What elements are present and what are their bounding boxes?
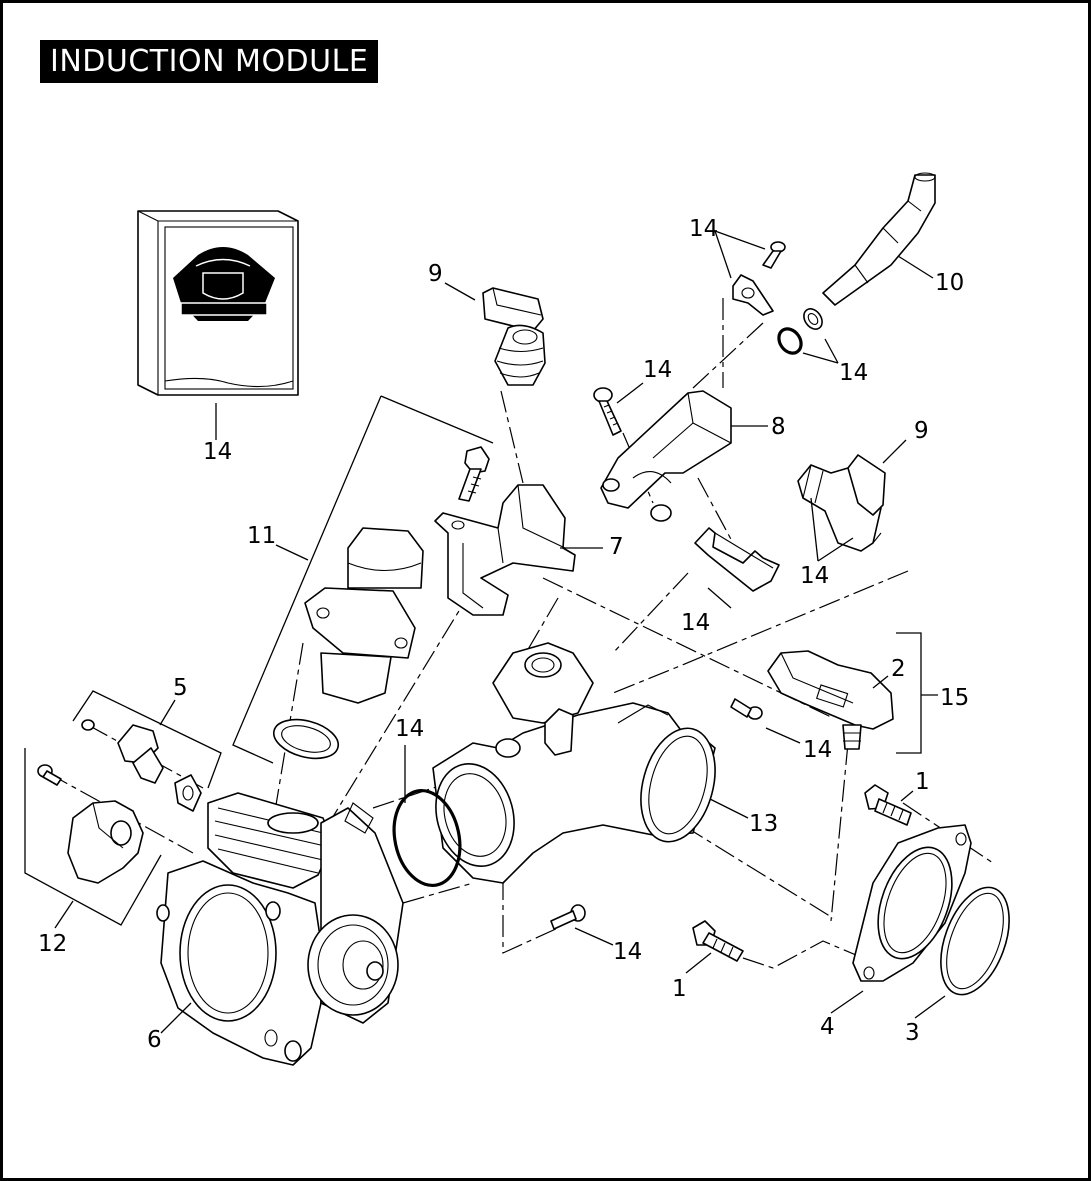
leader-lines: [24, 230, 946, 1034]
service-manual-book: [137, 210, 299, 396]
callout-14-clip: 14: [681, 610, 710, 636]
callout-12: 12: [38, 931, 67, 957]
callout-5: 5: [173, 675, 188, 701]
callout-6: 6: [147, 1027, 162, 1053]
logo-emblem-icon: [173, 247, 275, 321]
callout-labels: 14 9 14 10 14 14 8 9 11 7 14 14 2 15 5 1…: [38, 216, 969, 1053]
throttle-position-sensor: [81, 719, 202, 812]
idle-air-control: [304, 527, 424, 704]
callout-9-upper: 9: [428, 261, 443, 287]
fuel-rail: [600, 390, 732, 522]
callout-14-sensor-screw: 14: [803, 737, 832, 763]
callout-15: 15: [940, 685, 969, 711]
callout-13: 13: [749, 811, 778, 837]
throttle-body: [156, 792, 404, 1066]
induction-module: [432, 642, 716, 884]
callout-9-right: 9: [914, 418, 929, 444]
tmap-sensor: [767, 650, 894, 750]
gasket-ring: [940, 886, 1010, 996]
o-ring-and-washer: [777, 308, 823, 355]
callout-14-injector-right: 14: [800, 563, 829, 589]
callout-8: 8: [771, 414, 786, 440]
mounting-flange: [852, 824, 972, 982]
bolt-iac: [458, 446, 490, 502]
fuel-injector-upper: [482, 287, 546, 386]
screw-fuel-rail: [593, 387, 622, 436]
callout-1-lower: 1: [672, 976, 687, 1002]
callout-4: 4: [820, 1014, 835, 1040]
screw-manifold-bottom: [550, 904, 586, 930]
fuel-injector-right: [797, 454, 886, 552]
callout-2: 2: [891, 656, 906, 682]
iac-o-ring: [272, 718, 340, 760]
bolt-upper: [864, 784, 912, 826]
screw-clip-top: [732, 241, 786, 316]
callout-7: 7: [609, 534, 624, 560]
screw-sensor: [730, 698, 763, 720]
bolt-lower: [692, 920, 744, 962]
retaining-clip: [694, 527, 780, 592]
exploded-parts-diagram: 14 9 14 10 14 14 8 9 11 7 14 14 2 15 5 1…: [24, 172, 1010, 1066]
callout-14-book: 14: [203, 439, 232, 465]
page-title: INDUCTION MODULE: [40, 40, 379, 83]
callout-10: 10: [935, 270, 964, 296]
callout-14-bottom-screw: 14: [613, 939, 642, 965]
callout-14-o-ring: 14: [839, 360, 868, 386]
callout-3: 3: [905, 1020, 920, 1046]
fuel-hose: [822, 172, 936, 306]
callout-14-screw-rail: 14: [643, 357, 672, 383]
callout-1-upper: 1: [915, 769, 930, 795]
manifold-o-ring: [392, 788, 462, 888]
callout-14-manifold-o-ring: 14: [395, 716, 424, 742]
throttle-cable-bracket: [37, 764, 144, 884]
callout-14-top: 14: [689, 216, 718, 242]
fuel-injector-bracket: [434, 484, 576, 616]
callout-11: 11: [247, 523, 276, 549]
